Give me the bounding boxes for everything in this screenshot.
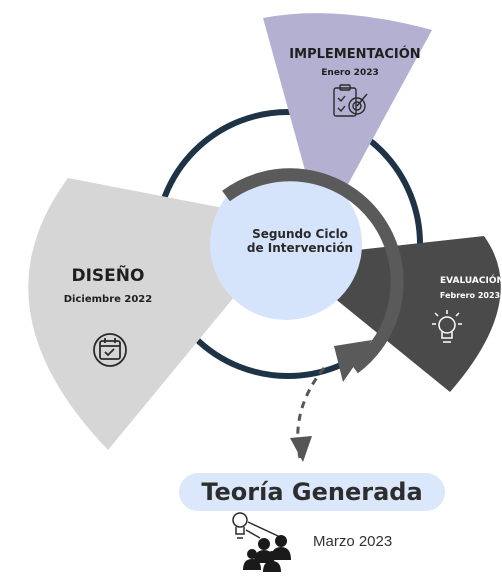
inner-cycle-arrowhead — [334, 340, 372, 382]
inner-cycle-arrow — [222, 168, 404, 374]
center-line-2: de Intervención — [247, 241, 353, 255]
evaluation-title: EVALUACIÓN — [440, 274, 502, 286]
implementation-wedge — [263, 13, 432, 232]
team-idea-icon — [232, 512, 291, 572]
implementation-title: IMPLEMENTACIÓN — [289, 46, 420, 62]
calendar-icon — [93, 333, 127, 367]
center-line-1: Segundo Ciclo — [252, 227, 348, 241]
design-title: DISEÑO — [72, 263, 145, 286]
implementation-date: Enero 2023 — [321, 68, 378, 78]
design-date: Diciembre 2022 — [64, 294, 153, 305]
center-circle — [210, 168, 362, 320]
lightbulb-icon — [432, 310, 462, 343]
outcome-date: Marzo 2023 — [313, 533, 393, 550]
clipboard-target-icon — [333, 84, 368, 117]
outcome-label: Teoría Generada — [179, 473, 445, 511]
evaluation-date: Febrero 2023 — [440, 291, 500, 300]
dashed-arrowhead — [290, 436, 312, 462]
